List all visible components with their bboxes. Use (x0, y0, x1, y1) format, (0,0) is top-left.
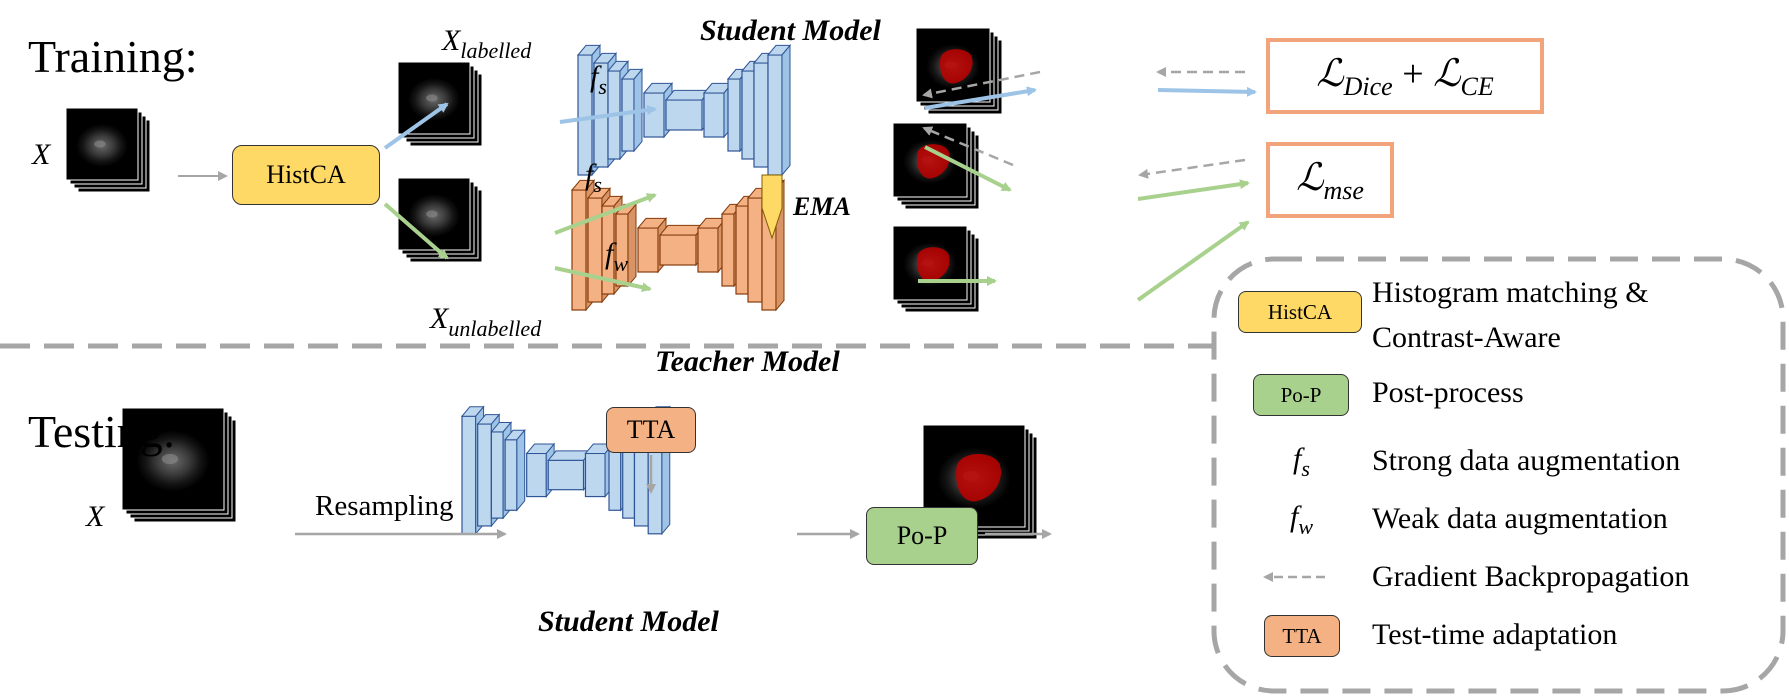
arrow-pred3-to-loss2 (1136, 220, 1250, 302)
legend-histca-key: HistCA (1238, 291, 1362, 333)
legend-histca-text: Histogram matching & (1372, 276, 1649, 309)
arrow-student-to-pred1 (924, 86, 1037, 110)
pred-student-stack (892, 122, 980, 210)
legend-fs-key: fs (1293, 442, 1310, 481)
loss-mse-text: ℒmse (1296, 156, 1364, 205)
backprop-arrow-pred1-student (922, 70, 1041, 99)
fs-lower-label: fs (585, 158, 602, 197)
teacher-model-title: Teacher Model (655, 345, 840, 378)
loss-dice-ce-box: ℒDice + ℒCE (1266, 38, 1544, 114)
testing-input-x: X (86, 500, 105, 533)
pred-teacher-stack (892, 225, 980, 313)
fw-label: fw (605, 237, 629, 276)
legend-fw-text: Weak data augmentation (1372, 502, 1668, 535)
testing-student-model-title: Student Model (538, 605, 719, 638)
pop-label: Po-P (896, 521, 948, 550)
pop-box: Po-P (866, 507, 978, 565)
legend-backprop-text: Gradient Backpropagation (1372, 560, 1690, 593)
arrow-unlabelled-to-teacher (554, 266, 652, 293)
labelled-image-stack (397, 61, 483, 147)
loss-mse-box: ℒmse (1266, 142, 1394, 218)
legend-fw-key: fw (1290, 500, 1314, 539)
histca-label: HistCA (266, 160, 346, 189)
backprop-arrow-loss2-pred2 (1138, 158, 1246, 179)
test-input-image-stack (121, 407, 237, 523)
testing-label: Testing: (28, 406, 176, 457)
teacher-network (570, 179, 786, 312)
histca-box: HistCA (232, 145, 380, 205)
tta-label: TTA (626, 415, 676, 444)
legend-histca-text-2: Contrast-Aware (1372, 321, 1561, 354)
x-unlabelled-label: Xunlabelled (430, 302, 542, 341)
arrow-student-to-pred2 (924, 145, 1012, 192)
legend-tta-text: Test-time adaptation (1372, 618, 1618, 651)
arrow-histca-to-unlabelled (383, 202, 449, 260)
legend-fs-text: Strong data augmentation (1372, 444, 1681, 477)
pred-labelled-stack (915, 27, 1003, 115)
tta-box: TTA (606, 407, 696, 453)
arrow-pred1-to-loss1 (1157, 86, 1257, 97)
student-network-training (576, 44, 792, 177)
training-input-x: X (32, 138, 51, 171)
arrow-histca-to-labelled (383, 102, 449, 150)
ema-arrow-icon (761, 174, 783, 240)
loss-dice-ce-text: ℒDice + ℒCE (1316, 52, 1494, 101)
fs-upper-label: fs (590, 60, 607, 99)
arrow-unlabelled-to-student (554, 193, 657, 235)
arrow-pred2-to-loss2 (1137, 179, 1250, 201)
legend-pop-key: Po-P (1253, 374, 1349, 416)
training-label: Training: (28, 31, 198, 82)
ema-label: EMA (793, 192, 851, 221)
legend-pop-text: Post-process (1372, 376, 1524, 409)
legend-tta-key: TTA (1264, 615, 1340, 657)
arrow-labelled-to-student (559, 105, 657, 124)
legend-frame (1211, 256, 1786, 694)
student-model-title: Student Model (700, 14, 881, 47)
backprop-arrow-pred2-student (922, 126, 1014, 167)
resampling-label: Resampling (315, 490, 454, 522)
x-labelled-label: Xlabelled (442, 24, 532, 63)
input-image-stack (65, 107, 151, 193)
